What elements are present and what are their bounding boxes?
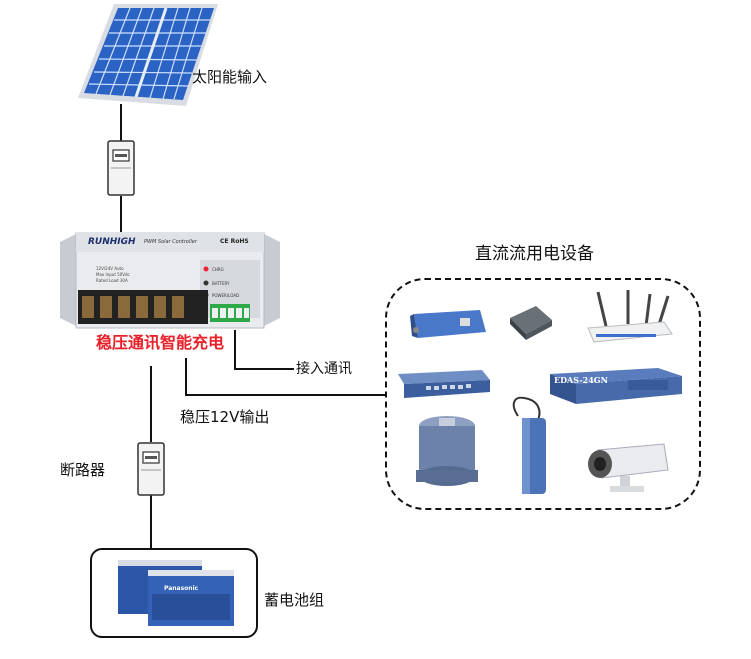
solar-panel-image (78, 4, 218, 106)
router-icon (587, 290, 673, 343)
round-enclosure-device (412, 412, 482, 496)
line-comm-horizontal (234, 368, 294, 370)
indicator-label-1: CHRG (212, 267, 224, 272)
indicator-label-2: BATTERY (212, 281, 230, 286)
controller-brand: RUNHIGH (88, 237, 136, 247)
solar-input-label: 太阳能输入 (192, 68, 268, 86)
line-breaker-to-controller (120, 196, 122, 234)
output-12v-label: 稳压12V输出 (180, 408, 270, 426)
edas-switch-icon (550, 368, 682, 404)
bullet-camera-device (580, 440, 670, 494)
line-output-vertical (185, 358, 187, 396)
breaker-icon (137, 442, 165, 496)
battery-icon (118, 560, 234, 626)
edas-switch-device: EDAS-24GN (548, 366, 684, 406)
breaker-top-image (107, 140, 135, 196)
edas-switch-label: EDAS-24GN (554, 375, 608, 385)
line-output-horizontal (185, 394, 385, 396)
router-device (584, 290, 674, 344)
controller-cert: CE RoHS (220, 238, 249, 245)
controller-spec-2: Max Input 50Vdc (96, 272, 130, 277)
poe-module-icon (510, 306, 552, 340)
enclosure-icon (416, 416, 478, 486)
controller-spec-1: 12V/24V Auto (96, 266, 124, 271)
cylinder-sensor-icon (512, 396, 546, 494)
media-converter-device (408, 306, 488, 342)
charge-controller: RUNHIGH PWM Solar Controller CE RoHS 12V… (60, 232, 280, 332)
controller-model: PWM Solar Controller (144, 239, 197, 245)
battery-bank-box: Panasonic (90, 548, 258, 638)
controller-spec-3: Rated Load 30A (96, 278, 128, 283)
network-switch-device (396, 368, 492, 400)
breaker-icon (107, 140, 135, 196)
dc-devices-title: 直流流用电设备 (475, 244, 594, 264)
media-converter-icon (410, 310, 486, 338)
solar-panel-icon (78, 4, 218, 106)
line-solar-to-breaker (120, 104, 122, 142)
charging-label: 稳压通讯智能充电 (96, 333, 225, 352)
poe-module-device (506, 300, 556, 344)
dc-devices-box (385, 278, 701, 510)
battery-bank-label: 蓄电池组 (264, 591, 325, 609)
line-controller-to-breaker2 (150, 366, 152, 442)
line-breaker2-to-battery (150, 494, 152, 550)
breaker-bottom-image (137, 442, 165, 496)
cylinder-sensor-device (508, 396, 556, 498)
network-switch-icon (398, 370, 490, 398)
battery-brand: Panasonic (164, 585, 199, 592)
camera-icon (588, 443, 669, 492)
controller-icon (60, 232, 280, 329)
comm-access-label: 接入通讯 (296, 361, 352, 377)
line-comm-vertical (234, 330, 236, 370)
indicator-label-3: POWER/LOAD (212, 293, 240, 298)
breaker-label: 断路器 (60, 461, 106, 479)
